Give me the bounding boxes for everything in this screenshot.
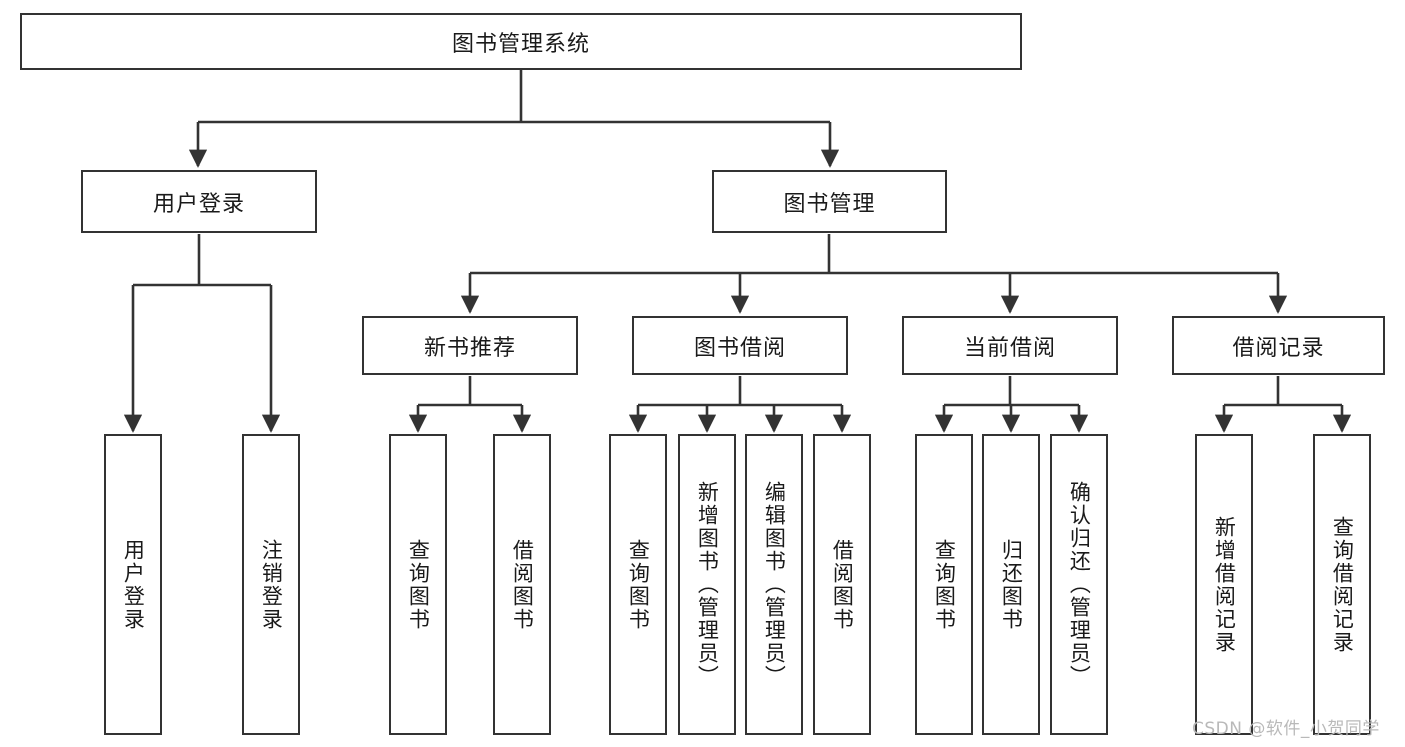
node-label: 归还图书 bbox=[999, 538, 1024, 631]
node-label: 用户登录 bbox=[121, 538, 146, 631]
node-label: 图书管理 bbox=[783, 191, 876, 217]
node-label: 注销登录 bbox=[259, 538, 284, 631]
node-book-management-system[interactable]: 图书管理系统 bbox=[20, 13, 1022, 70]
node-label: 当前借阅 bbox=[963, 335, 1056, 361]
node-leaf-logout-login[interactable]: 注销登录 bbox=[242, 434, 300, 735]
node-leaf-add-book[interactable]: 新增图书（管理员） bbox=[678, 434, 736, 735]
node-label: 查询图书 bbox=[406, 538, 431, 631]
node-label: 查询图书 bbox=[626, 538, 651, 631]
node-label: 新增图书（管理员） bbox=[695, 481, 720, 688]
node-leaf-borrow-book-2[interactable]: 借阅图书 bbox=[813, 434, 871, 735]
node-leaf-borrow-book-1[interactable]: 借阅图书 bbox=[493, 434, 551, 735]
node-leaf-query-book-3[interactable]: 查询图书 bbox=[915, 434, 973, 735]
node-leaf-add-borrow-record[interactable]: 新增借阅记录 bbox=[1195, 434, 1253, 735]
node-leaf-confirm-return[interactable]: 确认归还（管理员） bbox=[1050, 434, 1108, 735]
node-user-login[interactable]: 用户登录 bbox=[81, 170, 317, 233]
node-label: 用户登录 bbox=[152, 191, 245, 217]
csdn-watermark: CSDN @软件_小贺同学 bbox=[1192, 719, 1380, 739]
node-label: 查询图书 bbox=[932, 538, 957, 631]
node-new-book-recommend[interactable]: 新书推荐 bbox=[362, 316, 578, 375]
node-book-borrow[interactable]: 图书借阅 bbox=[632, 316, 848, 375]
node-label: 编辑图书（管理员） bbox=[762, 481, 787, 688]
node-label: 借阅记录 bbox=[1232, 335, 1325, 361]
node-label: 借阅图书 bbox=[830, 538, 855, 631]
node-leaf-query-book-1[interactable]: 查询图书 bbox=[389, 434, 447, 735]
node-label: 新书推荐 bbox=[423, 335, 516, 361]
node-label: 确认归还（管理员） bbox=[1067, 481, 1092, 688]
node-leaf-edit-book[interactable]: 编辑图书（管理员） bbox=[745, 434, 803, 735]
node-leaf-user-login[interactable]: 用户登录 bbox=[104, 434, 162, 735]
node-current-borrow[interactable]: 当前借阅 bbox=[902, 316, 1118, 375]
node-leaf-return-book[interactable]: 归还图书 bbox=[982, 434, 1040, 735]
node-label: 图书管理系统 bbox=[451, 31, 590, 57]
node-book-management[interactable]: 图书管理 bbox=[712, 170, 947, 233]
node-borrow-record[interactable]: 借阅记录 bbox=[1172, 316, 1385, 375]
node-label: 查询借阅记录 bbox=[1330, 515, 1355, 654]
node-leaf-query-borrow-record[interactable]: 查询借阅记录 bbox=[1313, 434, 1371, 735]
node-leaf-query-book-2[interactable]: 查询图书 bbox=[609, 434, 667, 735]
node-label: 图书借阅 bbox=[693, 335, 786, 361]
node-label: 新增借阅记录 bbox=[1212, 515, 1237, 654]
node-label: 借阅图书 bbox=[510, 538, 535, 631]
